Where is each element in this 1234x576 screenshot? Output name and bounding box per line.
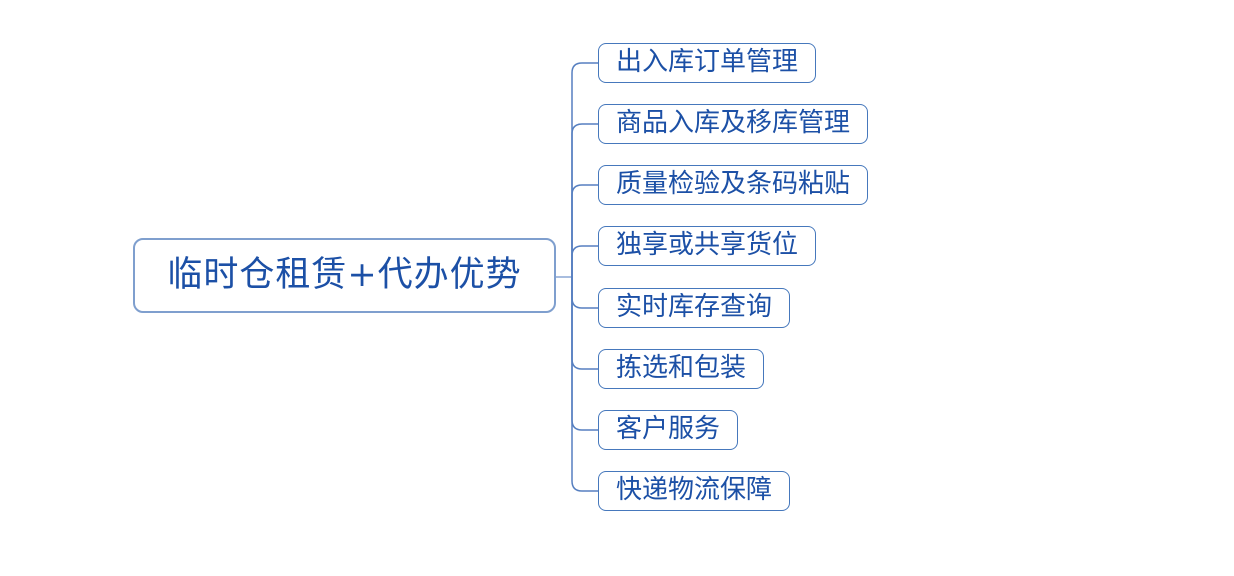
child-node-order-management[interactable]: 出入库订单管理 [598, 43, 817, 83]
child-node-inbound-transfer-management[interactable]: 商品入库及移库管理 [598, 104, 869, 144]
branch-connector [571, 245, 598, 277]
child-node-picking-packing[interactable]: 拣选和包装 [598, 349, 765, 389]
branch-connector [571, 277, 598, 431]
branch-connector [571, 123, 598, 277]
child-node-express-logistics-guarantee[interactable]: 快递物流保障 [598, 471, 791, 511]
branch-connector [571, 277, 598, 309]
branch-connector [571, 277, 598, 492]
child-node-realtime-inventory-query[interactable]: 实时库存查询 [598, 288, 791, 328]
child-node-quality-inspection-barcode[interactable]: 质量检验及条码粘贴 [598, 165, 869, 205]
child-node-customer-service[interactable]: 客户服务 [598, 410, 739, 450]
branch-connector [571, 184, 598, 277]
child-node-exclusive-shared-slots[interactable]: 独享或共享货位 [598, 226, 817, 266]
branch-connector [571, 62, 598, 277]
branch-connector [571, 277, 598, 370]
root-node[interactable]: 临时仓租赁+代办优势 [133, 238, 556, 313]
